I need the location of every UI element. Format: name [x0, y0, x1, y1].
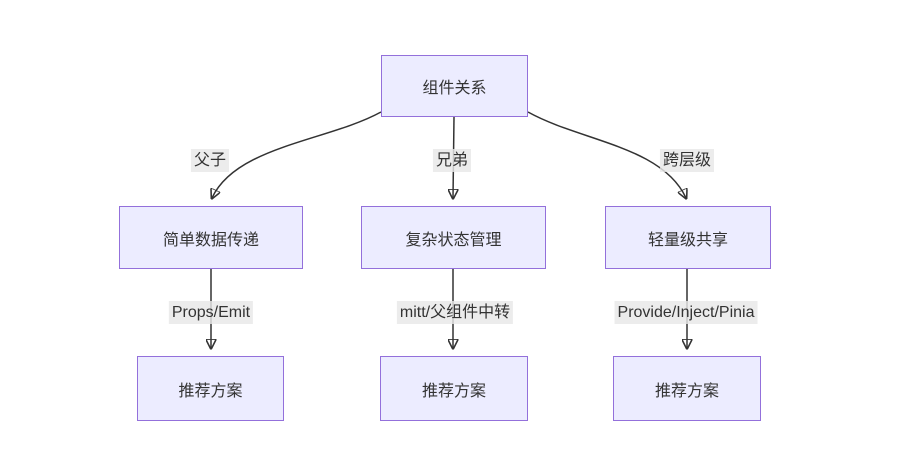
edge-label-relation-parent-child: 父子	[190, 149, 230, 173]
edge-root-to-scenario-2	[527, 111, 686, 198]
edge-root-to-scenario-0	[212, 111, 382, 198]
node-scenario-label: 复杂状态管理	[405, 231, 502, 249]
node-recommendation-label: 推荐方案	[421, 382, 486, 400]
node-scenario-sibling: 复杂状态管理	[361, 206, 546, 269]
node-scenario-label: 简单数据传递	[162, 231, 259, 249]
node-root-label: 组件关系	[422, 80, 487, 97]
node-recommendation-sibling: 推荐方案	[380, 356, 528, 421]
edge-label-method-mitt: mitt/父组件中转	[396, 301, 514, 325]
node-recommendation-parent-child: 推荐方案	[137, 356, 284, 421]
node-recommendation-label: 推荐方案	[178, 382, 243, 400]
node-root: 组件关系	[381, 55, 528, 117]
node-scenario-parent-child: 简单数据传递	[119, 206, 303, 269]
node-scenario-cross-level: 轻量级共享	[605, 206, 771, 269]
node-recommendation-label: 推荐方案	[654, 382, 719, 400]
node-recommendation-cross-level: 推荐方案	[613, 356, 761, 421]
edge-label-method-provide-inject-pinia: Provide/Inject/Pinia	[614, 301, 758, 325]
edge-label-method-props-emit: Props/Emit	[168, 301, 254, 325]
edge-label-relation-cross-level: 跨层级	[659, 149, 715, 173]
edge-label-relation-sibling: 兄弟	[432, 149, 472, 173]
node-scenario-label: 轻量级共享	[647, 231, 728, 249]
